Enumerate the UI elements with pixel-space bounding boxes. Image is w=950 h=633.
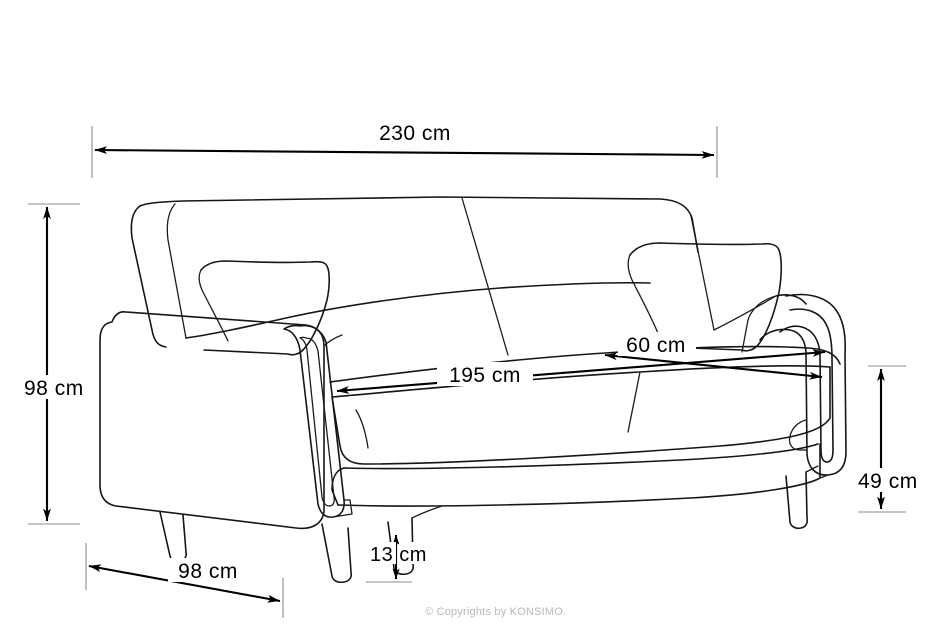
left-arm-panel [99, 311, 325, 530]
dim-label-230: 230 cm [379, 122, 451, 145]
right-arm-wood-hook-inner [779, 308, 834, 463]
label-bg-depth-98 [168, 558, 248, 582]
dim-label-98-height: 98 cm [24, 377, 84, 400]
dimension-depth-98: 98 cm [85, 543, 284, 618]
dim-arrow-depth-98 [88, 564, 281, 603]
dim-label-depth-98: 98 cm [178, 560, 238, 583]
label-bg-13 [368, 542, 396, 564]
backrest-top-rail [139, 196, 699, 253]
backrest-front-sweep [185, 281, 651, 339]
dimension-seat-60: 60 cm [604, 332, 823, 380]
copyright-notice: © Copyrights by KONSIMO. [425, 606, 566, 618]
label-bg-49-unit [890, 468, 930, 492]
backrest-left-wing [130, 205, 167, 348]
dimension-width-230: 230 cm [91, 120, 718, 178]
dimension-seat-195: 195 cm [336, 349, 826, 394]
left-arm-wood-hook-outer [283, 324, 345, 518]
right-arm-back-connector [713, 295, 777, 331]
backrest-center-seam [461, 197, 509, 356]
left-arm-wood-hook-inner [299, 336, 335, 507]
base-bottom-edge [337, 443, 821, 507]
leg-front-right-inner [411, 505, 443, 519]
left-arm-hook-foot [332, 499, 353, 518]
base-left-end [331, 467, 345, 506]
label-bg-98-height [19, 375, 57, 399]
backrest-right-seam [690, 215, 715, 331]
dimension-height-98: 98 cm [19, 203, 94, 525]
label-bg-98-height-unit [56, 375, 94, 399]
dim-arrow-60 [604, 352, 823, 380]
right-arm-bottom-ledge [819, 474, 829, 479]
left-arm-top-fold [323, 334, 343, 347]
label-bg-230 [368, 120, 462, 146]
label-bg-60 [618, 332, 696, 356]
label-bg-49 [853, 468, 891, 492]
base-front-rail [343, 443, 819, 470]
dimension-leg-13: 13 cm [366, 534, 437, 583]
leg-rear-right-inner [805, 465, 819, 473]
leg-front-center [321, 523, 353, 584]
dim-label-13: 13 cm [370, 544, 427, 566]
leg-rear-right [785, 471, 809, 530]
dim-arrow-230 [94, 146, 715, 159]
label-bg-13-unit [399, 542, 437, 564]
sofa-illustration [99, 196, 847, 584]
leg-front-left [159, 511, 188, 563]
dim-label-60: 60 cm [626, 334, 686, 357]
label-bg-195 [437, 362, 533, 386]
dim-label-195: 195 cm [449, 364, 521, 387]
seat-front-roll-curve [355, 409, 369, 449]
seat-cushion-seam [627, 371, 641, 433]
dim-label-49: 49 cm [858, 470, 918, 493]
left-throw-pillow [200, 260, 331, 356]
left-throw-pillow-corner [198, 269, 229, 342]
right-arm-inner-wall [775, 294, 807, 305]
dimension-seat-height-49: 49 cm [853, 365, 930, 513]
seat-top-surface [329, 345, 841, 383]
seat-front-face [331, 366, 831, 465]
right-throw-pillow-corner [627, 254, 661, 339]
right-arm-base-notch [788, 419, 808, 451]
backrest-left-wing-fold [166, 203, 187, 339]
